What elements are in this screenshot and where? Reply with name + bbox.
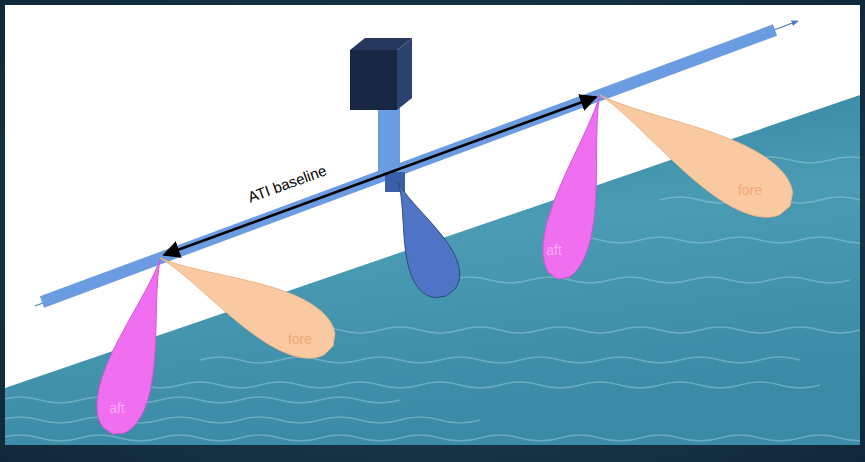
beam-label: fore xyxy=(738,182,762,198)
wave-line xyxy=(300,327,860,333)
wave-line xyxy=(200,357,800,363)
wave-line xyxy=(560,237,865,243)
aft-beam-lobe: aft xyxy=(97,258,160,434)
beam-label: aft xyxy=(546,242,562,258)
aft-beam-lobe: aft xyxy=(543,95,600,279)
lobe-outline xyxy=(97,258,160,434)
baseline-label: ATI baseline xyxy=(246,161,329,205)
mount-strut xyxy=(378,108,400,178)
lobe-outline xyxy=(600,95,793,217)
cube-side xyxy=(397,38,412,110)
wave-line xyxy=(0,417,480,423)
nadir-beam-lobe xyxy=(398,182,460,298)
beam-label: fore xyxy=(288,331,312,347)
fore-beam-lobe: fore xyxy=(160,258,335,358)
beam-label: aft xyxy=(109,400,125,416)
lobe-shape xyxy=(543,95,600,279)
wave-line xyxy=(0,435,865,441)
lobe-shape xyxy=(97,258,160,434)
white-panel xyxy=(5,5,860,445)
lobe-shape xyxy=(160,258,335,358)
platform-bar xyxy=(42,30,775,302)
wave-line xyxy=(450,277,850,283)
baseline-arrow xyxy=(164,97,596,255)
wave-line xyxy=(100,382,820,388)
cube-front xyxy=(350,50,397,110)
wave-line xyxy=(0,397,400,403)
fore-beam-lobe: fore xyxy=(600,95,793,217)
lobe-shape xyxy=(600,95,793,217)
flight-direction-line xyxy=(35,21,798,306)
